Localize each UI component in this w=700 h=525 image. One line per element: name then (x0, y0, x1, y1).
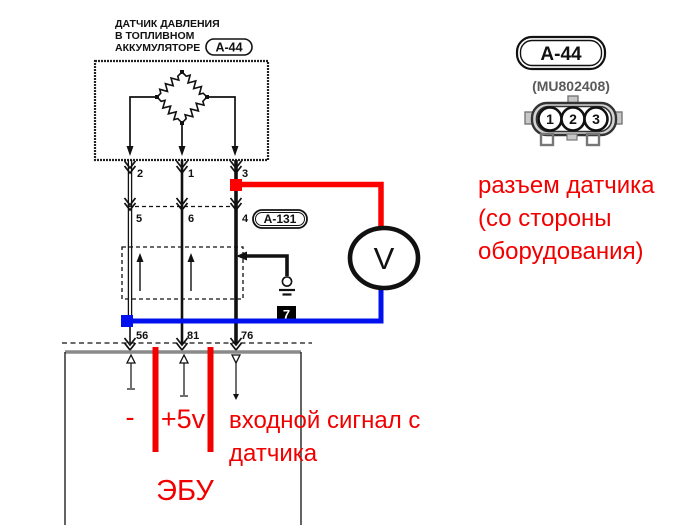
ground-terminal-icon (281, 276, 293, 287)
pin-number: 81 (187, 330, 199, 342)
ground-branch: 7 (236, 251, 296, 322)
detail-part-number: (MU802408) (532, 78, 610, 94)
connector-pin-2-label: 2 (569, 111, 577, 127)
connector-pin-3-label: 3 (592, 111, 600, 127)
pin-number: 76 (241, 330, 253, 342)
sensor-title-line3: АККУМУЛЯТОРЕ (115, 42, 200, 54)
arrowhead-icon (231, 146, 239, 156)
connector-note-line1: разъем датчика (478, 172, 655, 199)
harness-wires (127, 160, 238, 343)
bridge-left-lead (129, 96, 155, 147)
dashed-measure-box (121, 246, 244, 300)
detail-badge-label: A-44 (540, 44, 582, 65)
sensor-connector-badge-label: A-44 (215, 41, 242, 55)
wheatstone-bridge (153, 68, 211, 126)
red-test-lead (230, 179, 384, 229)
ecu-ground-symbol (125, 353, 137, 390)
connector-note-line2: (со стороны (478, 205, 612, 232)
connector-pin-1-label: 1 (546, 111, 554, 127)
sensor-box (93, 59, 270, 162)
voltmeter: V (347, 225, 421, 291)
pin-number: 6 (188, 213, 194, 225)
pin-number: 5 (136, 213, 142, 225)
pin-number: 1 (188, 168, 194, 180)
pin-number: 3 (242, 168, 248, 180)
ecu-supply-symbol (178, 353, 190, 397)
connector-bottom-tab (585, 132, 601, 147)
sensor-connector-badge (205, 38, 253, 56)
connector-bottom-tab (566, 133, 578, 141)
pin-number: 4 (242, 213, 249, 225)
ecu-box (64, 350, 302, 525)
red-probe-node (230, 179, 242, 191)
ecu-input-symbol (230, 354, 242, 400)
ground-point-number: 7 (283, 307, 290, 322)
pin-number: 2 (137, 168, 143, 180)
connector-note-line3: оборудования) (478, 238, 644, 265)
connector-pin-3 (583, 106, 609, 132)
detail-badge (515, 35, 607, 71)
annotation-input-signal-line2: датчика (229, 440, 318, 467)
ecu-pin-row: 56 81 76 (62, 330, 312, 351)
sensor-pin-row: 2 1 3 (123, 160, 248, 180)
connector-detail: A-44 (MU802408) 1 2 3 (515, 35, 623, 147)
sensor-title-line1: ДАТЧИК ДАВЛЕНИЯ (115, 18, 220, 30)
blue-test-lead (121, 287, 384, 327)
arrowhead-icon (178, 146, 186, 156)
annotation-minus: - (126, 402, 135, 432)
annotation-plus5v: +5v (161, 404, 206, 434)
bridge-right-lead (209, 96, 236, 147)
ground-point-badge (277, 306, 296, 322)
pin-number: 56 (136, 330, 148, 342)
arrowhead-icon (126, 146, 134, 156)
harness-connector-row: 5 6 4 A-131 (123, 197, 308, 229)
harness-connector-badge-label: A-131 (264, 212, 297, 226)
ecu-label: ЭБУ (156, 475, 214, 507)
sensor-title: ДАТЧИК ДАВЛЕНИЯ В ТОПЛИВНОМ АККУМУЛЯТОРЕ… (115, 18, 253, 56)
ground-wire (246, 254, 289, 276)
blue-probe-node (121, 315, 133, 327)
sensor-title-line2: В ТОПЛИВНОМ (115, 30, 195, 42)
harness-connector-badge (252, 209, 308, 229)
connector-bottom-tab (539, 132, 555, 147)
connector-face-drawing: 1 2 3 (524, 95, 623, 147)
voltmeter-label: V (374, 241, 395, 276)
left-arrowhead-icon (236, 251, 247, 261)
annotation-input-signal-line1: входной сигнал с (229, 407, 420, 434)
